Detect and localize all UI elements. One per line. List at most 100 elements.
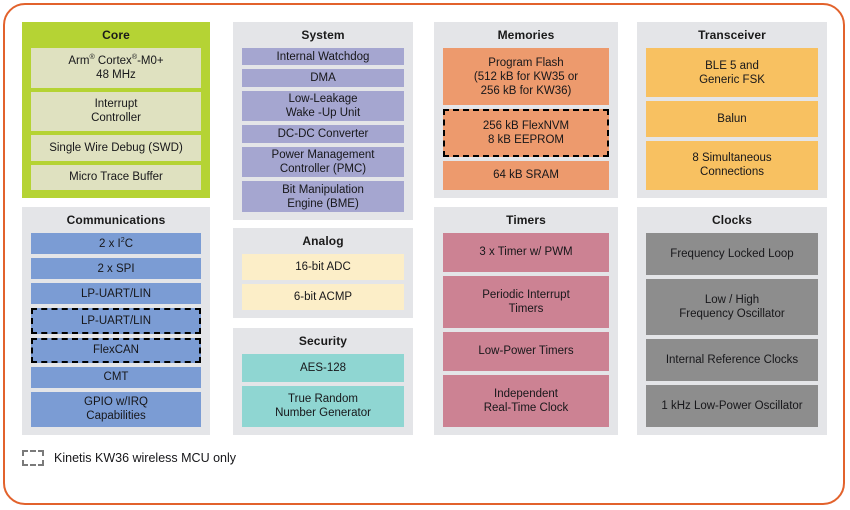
block-memories-2[interactable]: 64 kB SRAM <box>443 160 609 190</box>
panel-title-analog: Analog <box>302 234 344 248</box>
block-label: Single Wire Debug (SWD) <box>49 141 183 154</box>
block-label: Balun <box>717 112 747 125</box>
block-timers-2[interactable]: Low-Power Timers <box>443 332 609 371</box>
block-core-3[interactable]: Micro Trace Buffer <box>31 164 201 190</box>
block-label: 64 kB SRAM <box>493 169 559 182</box>
block-label: Arm® Cortex®-M0+48 MHz <box>68 52 164 81</box>
block-communications-5[interactable]: CMT <box>31 366 201 388</box>
panel-title-clocks: Clocks <box>712 213 752 227</box>
block-label: FlexCAN <box>92 344 139 357</box>
panel-communications: Communications 2 x I2C 2 x SPI LP-UART/LIN… <box>22 207 210 435</box>
block-label: 2 x I2C <box>98 235 133 250</box>
block-system-0[interactable]: Internal Watchdog <box>242 48 404 66</box>
block-label: DMA <box>310 72 336 84</box>
block-analog-0[interactable]: 16-bit ADC <box>242 254 404 280</box>
panel-title-timers: Timers <box>506 213 546 227</box>
block-label: 6-bit ACMP <box>293 291 353 303</box>
block-communications-3[interactable]: LP-UART/LIN <box>31 308 201 334</box>
block-security-0[interactable]: AES-128 <box>242 354 404 382</box>
block-list-communications: 2 x I2C 2 x SPI LP-UART/LIN LP-UART/LIN Flex… <box>31 233 201 427</box>
block-system-1[interactable]: DMA <box>242 69 404 87</box>
block-transceiver-1[interactable]: Balun <box>646 101 818 137</box>
block-clocks-3[interactable]: 1 kHz Low-Power Oscillator <box>646 385 818 427</box>
block-label: 16-bit ADC <box>295 261 351 273</box>
block-label: Micro Trace Buffer <box>69 171 163 184</box>
block-communications-2[interactable]: LP-UART/LIN <box>31 283 201 305</box>
block-label: Internal Reference Clocks <box>665 354 799 366</box>
block-communications-4[interactable]: FlexCAN <box>31 337 201 363</box>
block-clocks-2[interactable]: Internal Reference Clocks <box>646 339 818 381</box>
block-label: 2 x SPI <box>97 262 135 275</box>
block-label: 3 x Timer w/ PWM <box>479 246 573 259</box>
block-clocks-0[interactable]: Frequency Locked Loop <box>646 233 818 275</box>
panel-title-communications: Communications <box>66 213 166 227</box>
block-system-3[interactable]: DC-DC Converter <box>242 125 404 143</box>
panel-title-transceiver: Transceiver <box>698 28 766 42</box>
block-label: CMT <box>103 371 129 384</box>
block-label: DC-DC Converter <box>277 128 369 140</box>
block-core-2[interactable]: Single Wire Debug (SWD) <box>31 135 201 161</box>
block-core-0[interactable]: Arm® Cortex®-M0+48 MHz <box>31 48 201 88</box>
legend: Kinetis KW36 wireless MCU only <box>22 450 236 466</box>
panel-title-memories: Memories <box>497 28 555 42</box>
block-label: AES-128 <box>299 361 347 374</box>
block-communications-1[interactable]: 2 x SPI <box>31 258 201 280</box>
block-timers-0[interactable]: 3 x Timer w/ PWM <box>443 233 609 272</box>
panel-memories: Memories Program Flash(512 kB for KW35 o… <box>434 22 618 198</box>
legend-label: Kinetis KW36 wireless MCU only <box>54 451 236 465</box>
panel-title-core: Core <box>102 28 130 42</box>
block-list-analog: 16-bit ADC 6-bit ACMP <box>242 254 404 310</box>
block-label: Low-Power Timers <box>478 345 574 358</box>
block-label: LP-UART/LIN <box>80 314 152 327</box>
panel-timers: Timers 3 x Timer w/ PWM Periodic Interrup… <box>434 207 618 435</box>
panel-analog: Analog 16-bit ADC 6-bit ACMP <box>233 228 413 318</box>
panel-title-security: Security <box>298 334 348 348</box>
block-communications-0[interactable]: 2 x I2C <box>31 233 201 255</box>
legend-dashed-swatch-icon <box>22 450 44 466</box>
block-label: Frequency Locked Loop <box>670 248 794 260</box>
diagram-outer-border <box>3 3 845 505</box>
block-label: 1 kHz Low-Power Oscillator <box>661 400 803 412</box>
block-label: LP-UART/LIN <box>80 287 152 300</box>
block-analog-1[interactable]: 6-bit ACMP <box>242 284 404 310</box>
panel-title-system: System <box>301 28 345 42</box>
